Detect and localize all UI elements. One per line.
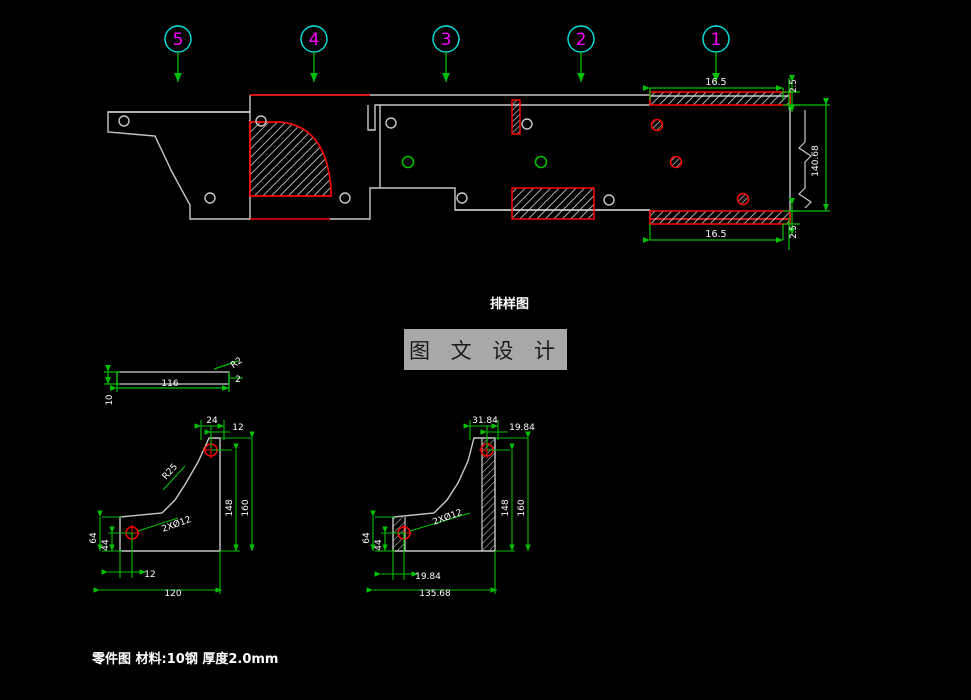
- balloon-label-3: 3: [441, 30, 452, 50]
- dim-hole-height-upper: 64: [89, 532, 99, 544]
- part-section-dim-lines: [366, 420, 531, 594]
- dim-bend-leg: 10: [105, 395, 115, 406]
- sec-dim-hole-height-lower: 44: [374, 539, 384, 551]
- sec-dim-hole-height-upper: 64: [362, 532, 372, 544]
- pierced-holes-red: [650, 118, 750, 206]
- watermark-banner: 图 文 设 计: [404, 329, 567, 370]
- cut-region-bottom-rect: [511, 187, 595, 220]
- dim-thickness: 2: [235, 375, 241, 385]
- dim-bottom-edge-margin: 2.5: [789, 225, 799, 239]
- dim-overall-height: 160: [241, 499, 251, 516]
- balloon-label-1: 1: [711, 30, 722, 50]
- cut-region-top-strip: [649, 91, 791, 106]
- sheet-title: 排样图: [490, 297, 530, 312]
- strip-width-jog-line: [798, 110, 812, 209]
- station-balloon-4: [300, 25, 328, 82]
- pilot-holes: [401, 155, 548, 169]
- station-balloon-2: [567, 25, 595, 82]
- part-section-outline: [392, 437, 496, 552]
- dim-hole-offset: 12: [144, 570, 155, 580]
- strip-blank-holes: [118, 115, 615, 206]
- cut-region-quarter-round: [249, 121, 332, 197]
- dim-blank-length: 116: [161, 379, 178, 389]
- sec-dim-overall-height: 160: [517, 499, 527, 516]
- part-thickness-dims: [104, 360, 243, 392]
- dim-hole-edge: 12: [232, 423, 243, 433]
- dim-top-edge-margin: 2.5: [789, 79, 799, 93]
- dim-overall-length: 120: [164, 589, 181, 599]
- cut-region-vertical-notch: [511, 99, 521, 135]
- station-balloon-3: [432, 25, 460, 82]
- station-balloon-1: [702, 25, 730, 82]
- part-section-holes: [396, 442, 495, 541]
- watermark-text: 图 文 设 计: [408, 338, 563, 363]
- balloon-label-2: 2: [576, 30, 587, 50]
- cut-region-bottom-strip: [649, 210, 791, 225]
- dim-bottom-pitch: 16.5: [705, 229, 726, 240]
- dim-hole-height-lower: 44: [101, 539, 111, 551]
- callout-hole-front: 2XØ12: [160, 514, 192, 535]
- balloon-label-4: 4: [309, 30, 320, 50]
- sec-dim-inner-height: 148: [501, 499, 511, 516]
- dim-corner-radius: R2: [229, 356, 245, 371]
- sec-dim-overall-length: 135.68: [419, 589, 451, 599]
- part-title: 零件图 材料:10钢 厚度2.0mm: [92, 652, 279, 667]
- part-front-outline: [119, 437, 221, 552]
- strip-outline: [107, 94, 791, 220]
- strip-dimension-lines: [642, 74, 830, 250]
- callout-radius-front: R25: [161, 462, 180, 482]
- balloon-label-5: 5: [173, 30, 184, 50]
- part-front-dim-lines: [93, 420, 255, 594]
- dim-top-pitch: 16.5: [705, 77, 726, 88]
- dim-inner-height: 148: [225, 499, 235, 516]
- part-section-hatch: [393, 438, 495, 551]
- dim-strip-width: 140.68: [811, 145, 821, 177]
- sec-dim-hole-edge: 19.84: [509, 423, 535, 433]
- dim-top-flange: 24: [206, 416, 218, 426]
- station-balloon-5: [164, 25, 192, 82]
- sec-dim-top-flange: 31.84: [472, 416, 498, 426]
- sec-dim-hole-offset: 19.84: [415, 572, 441, 582]
